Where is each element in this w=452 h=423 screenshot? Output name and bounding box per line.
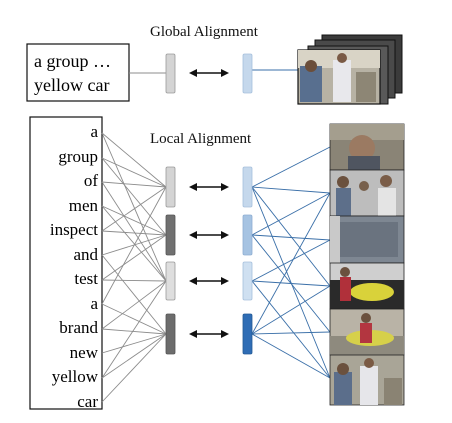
local-video-feature-2 <box>242 214 253 256</box>
double-arrow-icon <box>189 183 229 191</box>
feature-frame-links <box>251 146 331 379</box>
global-sentence-box <box>26 43 130 102</box>
global-text-feature <box>165 53 176 94</box>
local-text-feature-2 <box>165 214 176 256</box>
word-feature-links <box>101 132 167 403</box>
word-item: men <box>68 195 98 215</box>
word-item: new <box>69 342 98 362</box>
word-item: brand <box>59 318 98 337</box>
global-video-feature <box>242 53 253 94</box>
double-arrow-icon <box>189 277 229 285</box>
global-alignment-title: Global Alignment <box>150 24 258 40</box>
global-sentence-line: a group … <box>34 51 111 71</box>
video-frames-column <box>329 123 405 406</box>
double-arrow-icon <box>189 231 229 239</box>
video-frame-icon <box>329 123 405 171</box>
local-alignment-title: Local Alignment <box>150 131 252 147</box>
word-item: a <box>90 122 98 141</box>
word-item: car <box>77 391 98 411</box>
local-video-feature-1 <box>242 166 253 208</box>
word-item: a <box>90 293 98 313</box>
local-text-feature-4 <box>165 313 176 355</box>
double-arrow-icon <box>189 69 229 77</box>
global-sentence-line: yellow car <box>34 75 110 95</box>
local-word-list: a group of men inspect and test a brand … <box>30 120 98 411</box>
video-frame-icon <box>329 262 405 310</box>
local-alignment-section <box>29 116 405 410</box>
global-video-stack <box>297 34 403 105</box>
word-item: of <box>83 171 98 190</box>
double-arrow-icon <box>189 330 229 338</box>
word-item: inspect <box>49 220 98 239</box>
word-item: and <box>73 244 98 264</box>
video-frame-icon <box>329 169 405 217</box>
word-item: yellow <box>51 367 98 386</box>
video-frame-icon <box>329 308 405 356</box>
local-text-feature-1 <box>165 166 176 208</box>
video-frame-icon <box>329 215 405 264</box>
video-frame-icon <box>297 49 381 105</box>
local-text-feature-3 <box>165 261 176 301</box>
local-sentence-box <box>29 116 103 410</box>
global-alignment-section <box>26 34 403 105</box>
local-video-feature-3 <box>242 261 253 301</box>
local-video-feature-4 <box>242 313 253 355</box>
global-sentence: a group … yellow car <box>34 49 134 97</box>
word-item: test <box>74 269 98 288</box>
video-frame-icon <box>329 354 405 406</box>
word-item: group <box>58 146 98 166</box>
